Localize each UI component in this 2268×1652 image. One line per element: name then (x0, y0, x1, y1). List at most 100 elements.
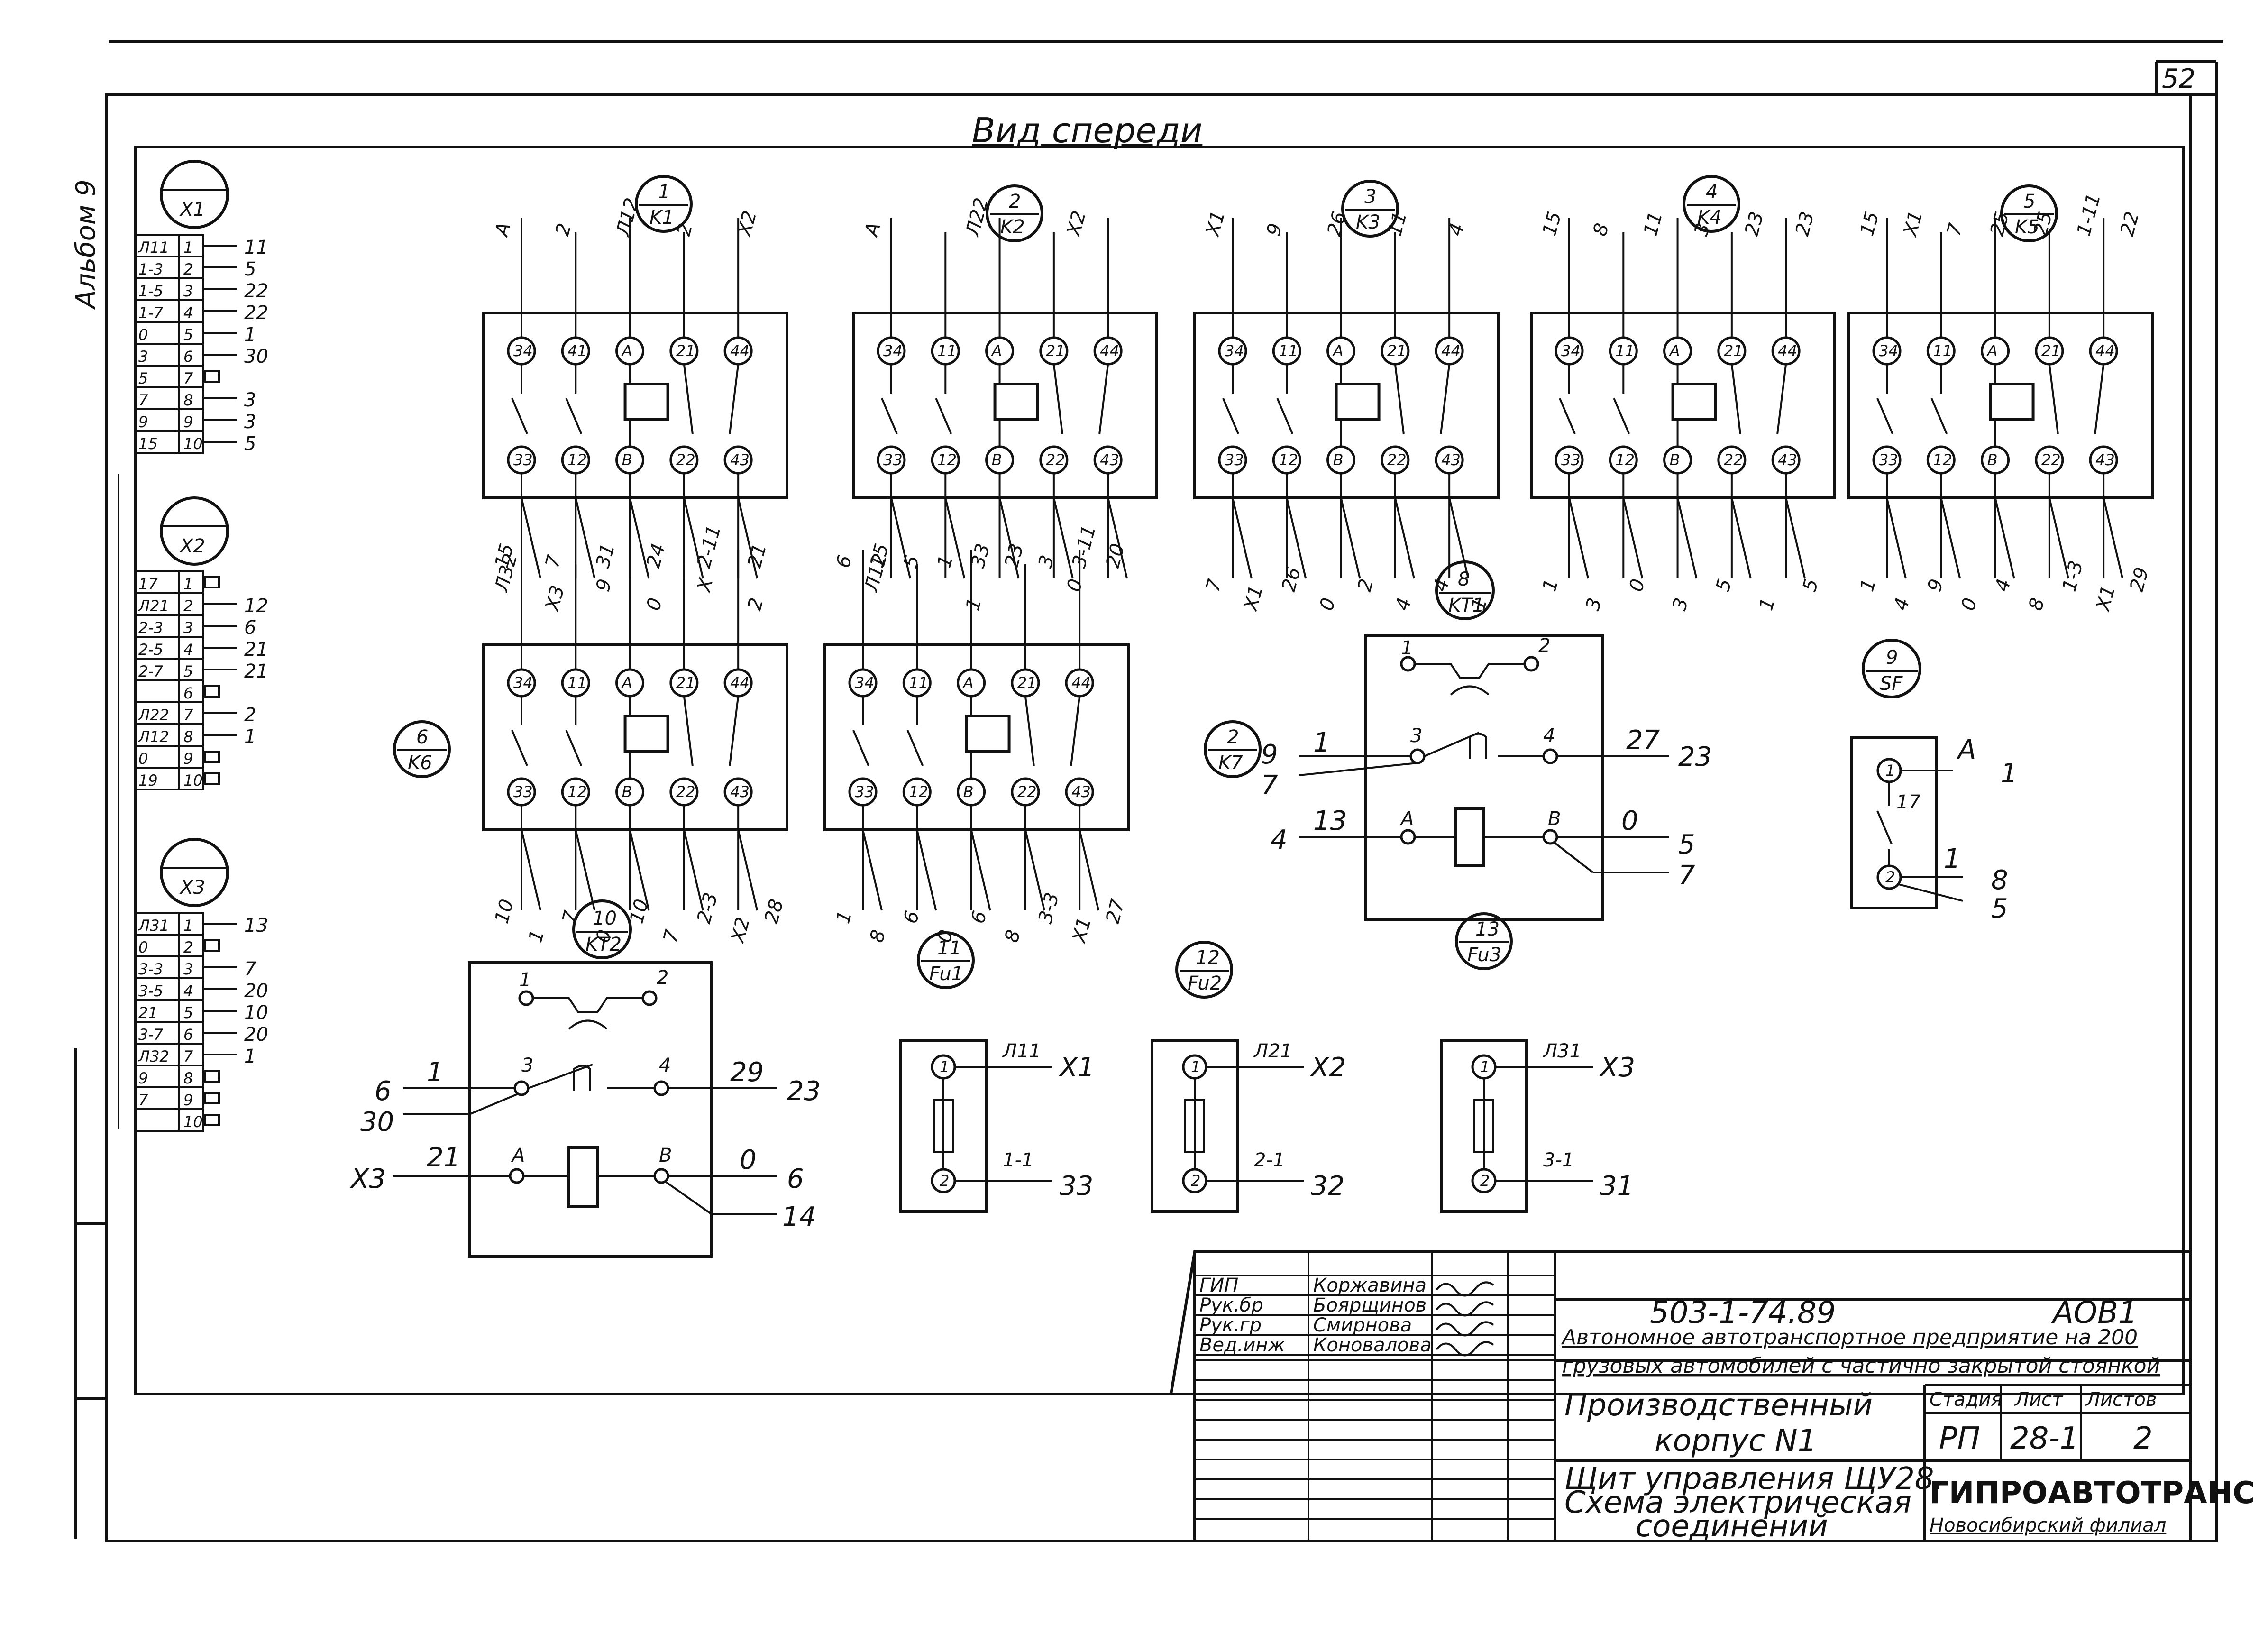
relay-terminal-label: 21 (676, 674, 695, 692)
relay-bottom-wire-label: 9 (592, 577, 616, 594)
fuse-ref: Fu2 (1188, 973, 1222, 994)
relay-ref: K7 (1218, 752, 1243, 774)
project-line-1: Автономное автотранспортное предприятие … (1561, 1325, 2138, 1349)
relay-coil (1989, 383, 2035, 421)
terminal-left-label: 0 (138, 326, 148, 344)
kt2-coil (567, 1146, 599, 1208)
relay-bottom-wire-label: 0 (1316, 596, 1340, 613)
relay-contact-nc-blade (1930, 398, 1948, 434)
relay-bottom-wire-2 (970, 829, 991, 911)
relay-coil (623, 383, 669, 421)
relay-contact-no-blade (511, 398, 528, 434)
fuse-terminal-label: 1 (1480, 1058, 1490, 1076)
relay-terminal-label: 33 (513, 451, 533, 469)
terminal-num: 4 (183, 982, 193, 1000)
relay-terminal-label: 33 (1879, 451, 1898, 469)
relay-ref: K1 (649, 207, 674, 229)
staff-role: Вед.инж (1199, 1334, 1285, 1356)
terminal-num: 2 (183, 938, 193, 956)
terminal-left-label: 0 (138, 750, 148, 768)
relay-terminal-label: 43 (1778, 451, 1797, 469)
relay-terminal-label: 22 (1017, 783, 1037, 801)
relay-contact-no-blade (1222, 398, 1239, 434)
relay-bottom-wire-2 (1052, 497, 1074, 579)
relay-terminal-label: 44 (1441, 342, 1461, 360)
relay-contact-4 (729, 696, 740, 766)
relay-bottom-wire-label: X1 (1068, 915, 1096, 946)
terminal-num: 6 (183, 1026, 193, 1044)
terminal-wire-label: 30 (244, 346, 268, 367)
relay-bottom-wire-label: X1 (2092, 583, 2120, 614)
relay-contact-4 (729, 364, 740, 434)
terminal-wire-label: 5 (244, 258, 256, 280)
stage-header: Стадия (1930, 1389, 2002, 1411)
relay-contact-4 (2094, 364, 2105, 434)
relay-terminal-label: 33 (883, 451, 903, 469)
fuse-out-dest: 33 (1060, 1171, 1093, 1202)
relay-terminal-label: 21 (1017, 674, 1037, 692)
relay-bottom-wire-label: 4 (1890, 596, 1914, 613)
relay-bottom-wire-2 (683, 829, 704, 911)
relay-terminal-label: B (622, 451, 632, 469)
fuse-in-dest: X2 (1309, 1052, 1346, 1083)
kt1-t4-label: 4 (1543, 725, 1555, 747)
relay-terminal-label: A (1669, 342, 1680, 360)
terminal-num: 8 (183, 391, 193, 409)
terminal-jumper (204, 751, 220, 763)
relay-top-wire-label: A (490, 220, 515, 239)
relay-terminal-label: 12 (937, 451, 957, 469)
relay-tag (1683, 175, 1740, 233)
kt1-body (1364, 634, 1604, 921)
terminal-wire-label: 10 (244, 1002, 268, 1024)
fuse-tag (1175, 941, 1233, 999)
relay-top-wire-label: 23 (1792, 210, 1819, 239)
relay-terminal-label: 12 (567, 783, 587, 801)
relay-terminal-label: 44 (1778, 342, 1797, 360)
view-title: Вид спереди (972, 110, 1202, 150)
terminal-wire-label: 21 (244, 639, 268, 661)
sf-wire-5: 5 (1991, 893, 2008, 924)
staff-signature (1436, 1281, 1494, 1297)
relay-top-wire-label: 22 (2116, 210, 2144, 239)
relay-terminal-label: 22 (676, 451, 695, 469)
terminal-num: 6 (183, 684, 193, 702)
relay-bottom-wire-label: 7 (659, 927, 684, 945)
relay-num: 1 (658, 181, 670, 203)
sheets-header: Листов (2085, 1389, 2157, 1411)
relay-top-wire-label: 11 (1640, 210, 1667, 239)
fuse-element (1473, 1099, 1494, 1153)
relay-contact-nc-blade (1276, 398, 1294, 434)
kt2-wire-14: 14 (782, 1202, 816, 1232)
relay-terminal-label: B (1987, 451, 1998, 469)
terminal-jumper (204, 576, 220, 588)
terminal-left-label: Л21 (138, 597, 169, 615)
sf-wire-out-2 (1898, 883, 1963, 902)
terminal-block-id: X2 (179, 535, 205, 557)
kt1-t1 (1400, 656, 1416, 672)
relay-top-wire-label: X1 (1202, 209, 1230, 239)
relay-terminal-label: A (1986, 342, 1998, 360)
fuse-element (1184, 1099, 1205, 1153)
relay-terminal-label: 12 (1933, 451, 1952, 469)
relay-num: 4 (1706, 181, 1718, 203)
relay-terminal-label: B (622, 783, 632, 801)
kt2-t4-label: 4 (659, 1055, 671, 1076)
relay-body (823, 643, 1130, 831)
terminal-left-label: 9 (138, 1069, 148, 1087)
relay-ref: K2 (1000, 216, 1025, 238)
relay-terminal-label: B (992, 451, 1002, 469)
terminal-wire-label: 21 (244, 661, 268, 682)
relay-bottom-wire-2 (1994, 497, 2015, 579)
relay-terminal-label: B (963, 783, 974, 801)
kt1-wire-4: 4 (1271, 825, 1288, 855)
relay-top-wire-label: 3 (1034, 553, 1059, 570)
terminal-left-label: Л22 (138, 706, 169, 724)
terminal-wire-label: 7 (244, 958, 256, 980)
sheet-line-1: Щит управления ЩУ28. (1564, 1461, 1944, 1496)
relay-num: 6 (416, 726, 428, 748)
relay-contact-no-blade (511, 730, 528, 766)
relay-terminal-label: A (962, 674, 974, 692)
relay-terminal-label: A (1332, 342, 1344, 360)
